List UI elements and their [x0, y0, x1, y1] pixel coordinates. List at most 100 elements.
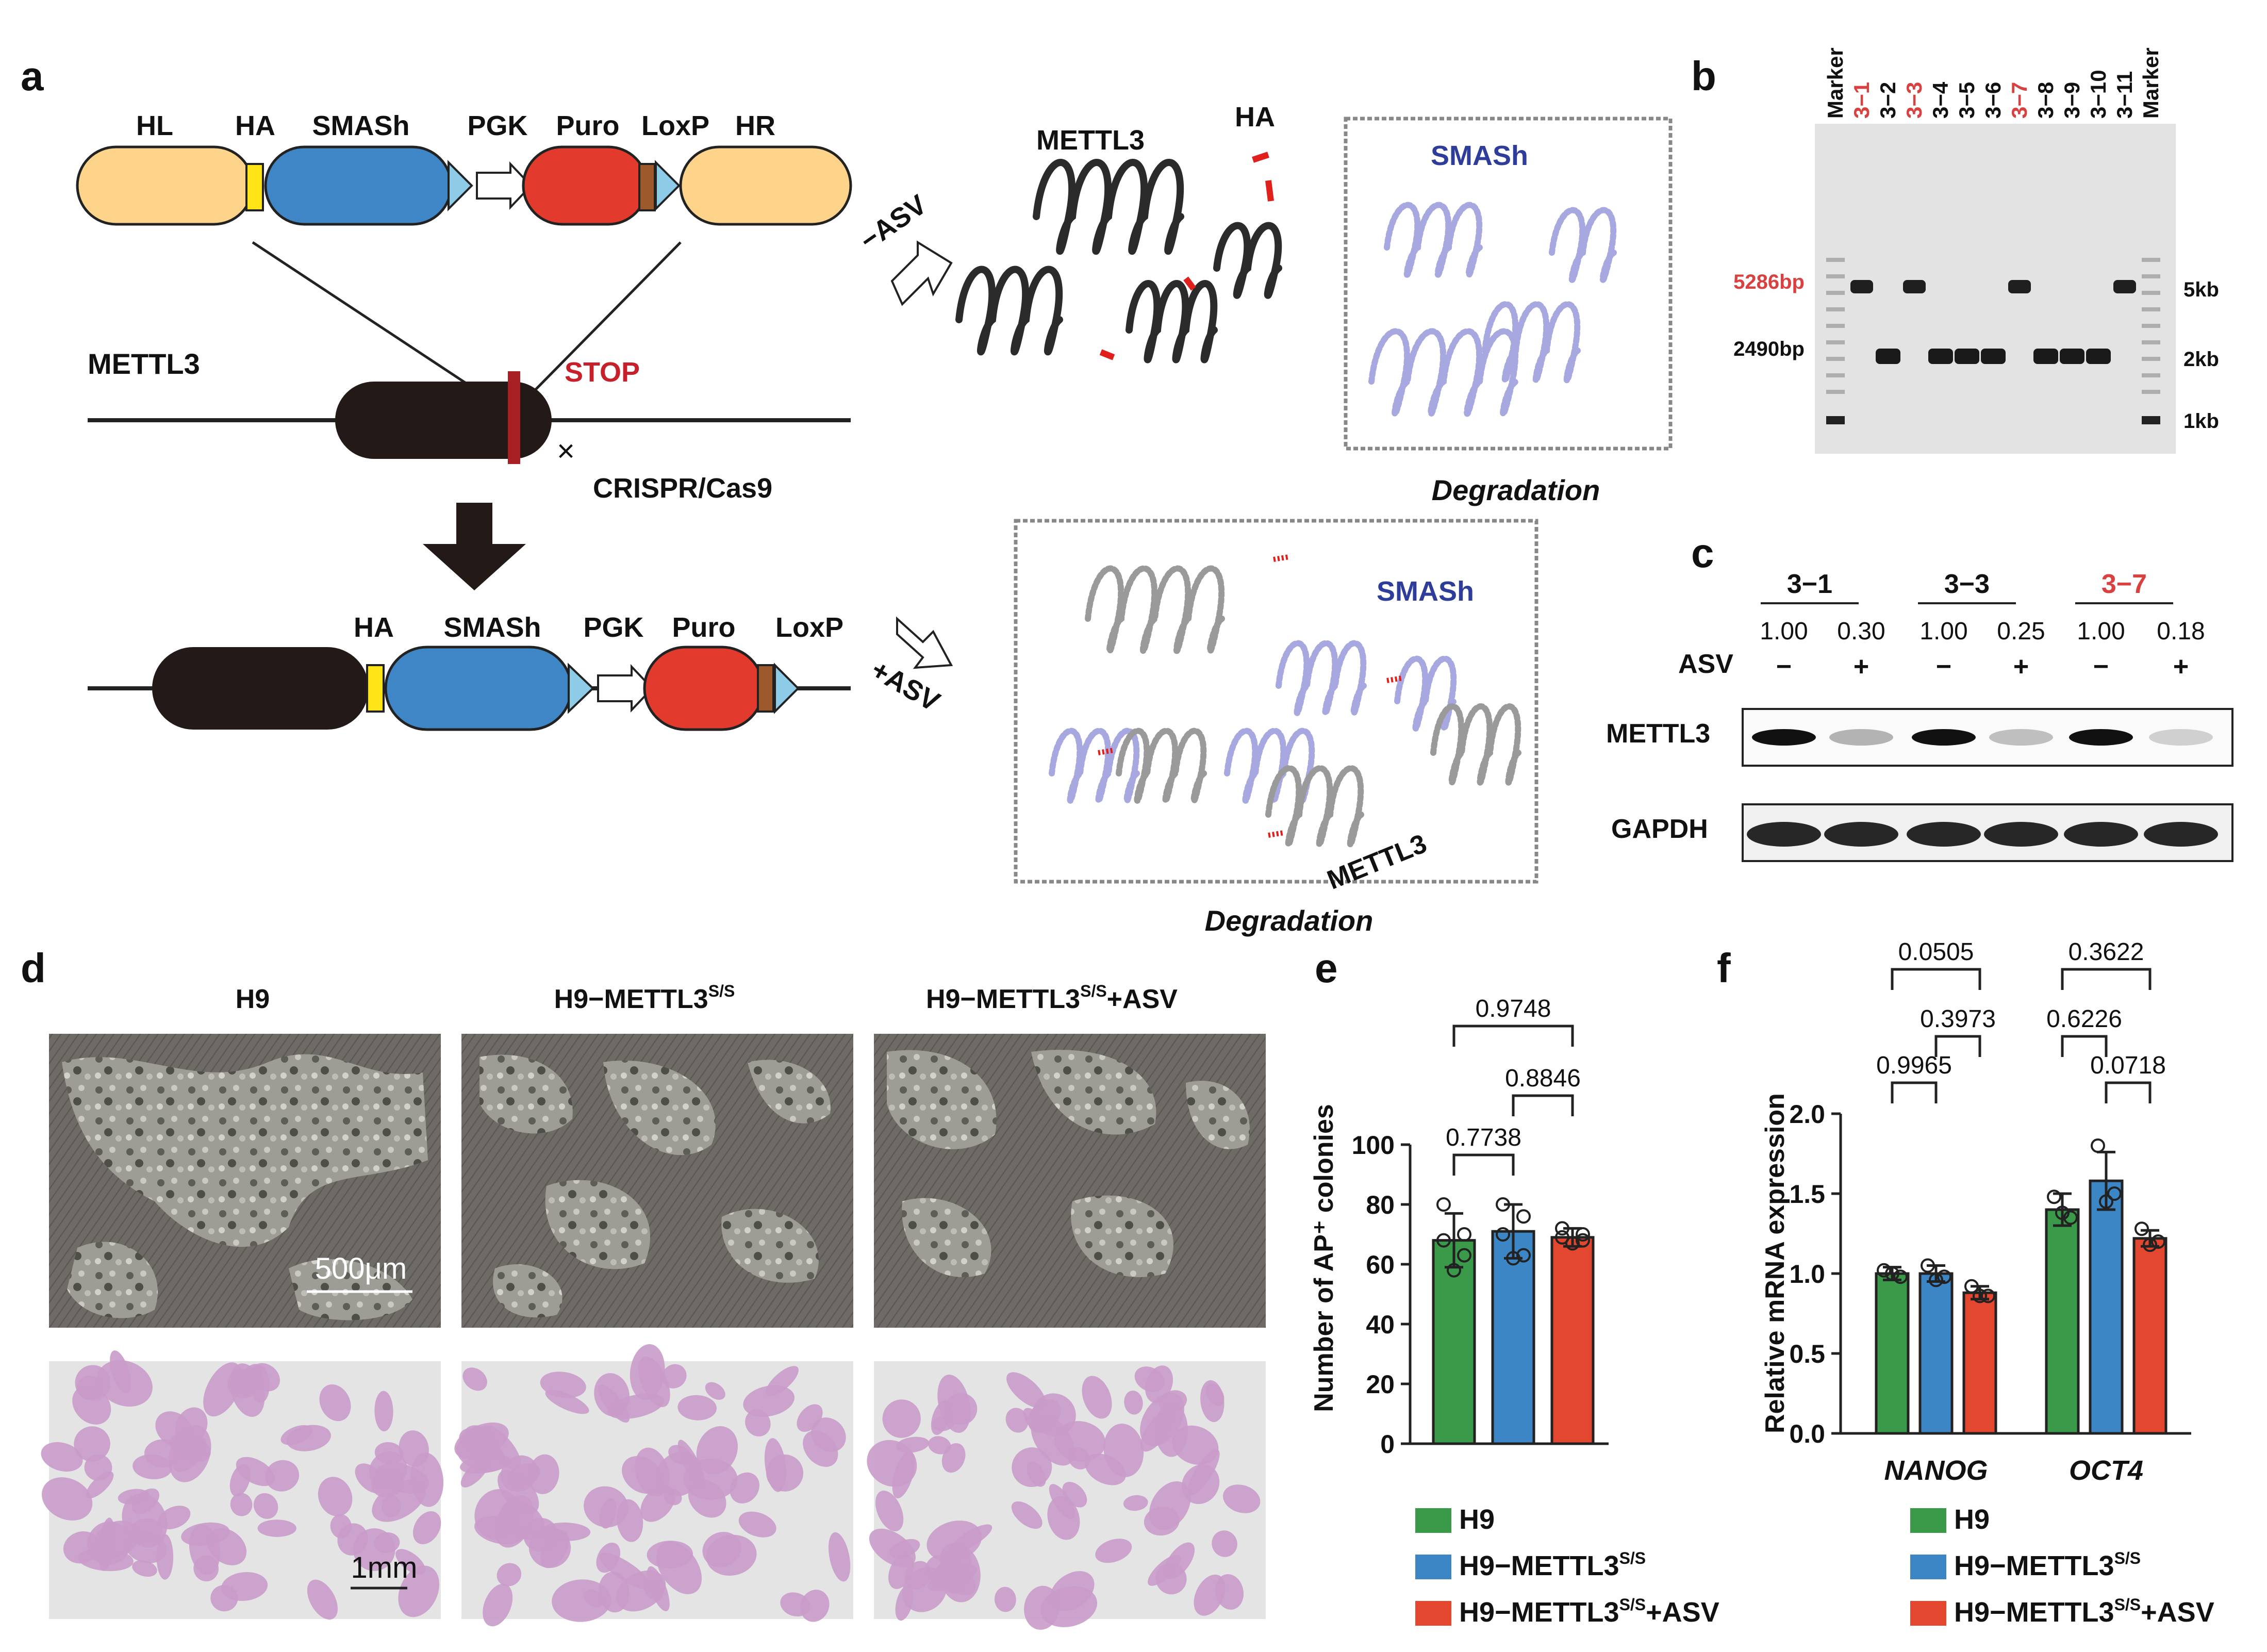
ap-colony [1155, 1563, 1187, 1595]
wb-mettl3-blot [1742, 708, 2233, 767]
legend-e-swatch-h9 [1415, 1508, 1451, 1533]
wb-gapdh-band-3 [1984, 822, 2058, 847]
band-5286bp-lane-7 [2008, 280, 2031, 293]
brightfield-image-h9-mettl3 [461, 1034, 853, 1328]
chart-e-p02-bracket [1452, 1025, 1574, 1047]
ap-colony [1024, 1585, 1060, 1630]
ap-colony [638, 1357, 670, 1408]
wb-group-3-3: 3−3 [1944, 569, 1990, 599]
ap-colony [643, 1579, 664, 1601]
ap-colony [41, 1477, 93, 1521]
ap-colony [122, 1493, 168, 1548]
ap-colony [677, 1395, 717, 1420]
ap-colony [928, 1436, 951, 1455]
smash-box-label: SMASh [1431, 140, 1528, 171]
ap-colony [221, 1572, 268, 1601]
chart-e-ytick-label-1: 20 [1366, 1370, 1395, 1399]
chart-f-oct4-p01-bracket [2061, 1035, 2108, 1057]
chart-f-ylabel: Relative mRNA expression [1760, 1093, 1790, 1433]
chart-e-ytick-label-2: 40 [1366, 1310, 1395, 1339]
ap-colony [72, 1385, 111, 1425]
ap-colony [705, 1382, 725, 1400]
chart-f-point-1-1-1 [2107, 1186, 2122, 1201]
ladder-band [2142, 291, 2160, 295]
degradation-label-bottom: Degradation [1205, 904, 1374, 937]
ap-colony [994, 1587, 1016, 1612]
chart-f-ytick-label-1: 0.5 [1789, 1340, 1825, 1368]
ap-colony [265, 1460, 300, 1492]
ap-colony [158, 1506, 191, 1530]
chart-f-point-1-0-0 [2047, 1190, 2061, 1204]
coil-2 [955, 266, 1063, 356]
ap-colony [132, 1560, 157, 1577]
ap-colony [584, 1486, 628, 1528]
ap-colony [374, 1391, 393, 1432]
chart-e-point-2-3 [1576, 1233, 1590, 1248]
chart-f-NANOG-series-2-bar [1962, 1291, 1997, 1435]
gel-lane-label-0: Marker [1823, 47, 1847, 119]
chart-f-ytick-label-2: 1.0 [1789, 1260, 1825, 1288]
ap-colony [951, 1524, 992, 1552]
band-2490bp-lane-2 [1876, 349, 1900, 364]
gel-label-5286bp: 5286bp [1733, 271, 1805, 293]
ap-colony [1085, 1453, 1126, 1485]
ap-colony [381, 1495, 401, 1517]
d-title-h9: H9 [236, 984, 270, 1014]
cas9-label: CRISPR/Cas9 [593, 473, 772, 504]
smash-coil-1 [1384, 202, 1483, 278]
chart-e-ytick-label-4: 80 [1366, 1191, 1395, 1219]
wb-gapdh-band-0 [1747, 822, 1821, 847]
chart-f-OCT4-series-0-bar [2045, 1208, 2080, 1435]
ladder-band [2142, 390, 2160, 394]
ap-colony [1172, 1425, 1219, 1465]
brightfield-image-h9 [49, 1034, 441, 1328]
scale-bar-500um: 500μm [315, 1252, 407, 1285]
brightfield-image-h9-mettl3-asv [874, 1034, 1266, 1328]
ap-colony [203, 1362, 242, 1417]
ap-colony [494, 1495, 534, 1548]
ap-colony [1215, 1574, 1244, 1610]
band-2490bp-lane-5 [1955, 349, 1979, 364]
chart-f-oct4-p01-label: 0.6226 [2046, 1005, 2122, 1033]
label-loxp: LoxP [641, 110, 709, 141]
chart-f-point-0-1-0 [1921, 1258, 1935, 1273]
panel-d: H9 H9−METTL3S/S H9−METTL3S/S+ASV 500μm [41, 982, 1266, 1630]
gel-lane-label-7: 3−7 [2007, 82, 2031, 119]
chart-e-p12-label: 0.8846 [1505, 1065, 1581, 1092]
chart-e-point-1-3 [1516, 1248, 1531, 1263]
chart-e-point-1-4 [1506, 1251, 1520, 1266]
ap-colony [398, 1565, 440, 1617]
ap-colony [319, 1384, 351, 1422]
band-5286bp-lane-11 [2113, 280, 2136, 293]
edited-label-puro: Puro [672, 612, 735, 643]
chart-e-p12-bracket [1512, 1094, 1574, 1116]
ap-colony [110, 1350, 131, 1393]
ap-colony [523, 1517, 558, 1552]
ap-colony [374, 1442, 404, 1464]
chart-e-point-0-4 [1447, 1263, 1461, 1278]
ladder-band [2142, 340, 2160, 344]
ap-colony [353, 1528, 395, 1571]
ap-colony [462, 1367, 487, 1391]
ap-colony [1212, 1530, 1237, 1557]
chart-e-point-2-4 [1565, 1236, 1580, 1251]
chart-e-point-1-2 [1496, 1227, 1510, 1242]
puro-block [522, 145, 649, 226]
edited-label-loxp: LoxP [775, 612, 843, 643]
ap-colony [803, 1430, 838, 1467]
legend-f: H9 H9−METTL3S/S H9−METTL3S/S+ASV [1910, 1504, 2214, 1628]
ap-colony [939, 1545, 981, 1603]
ap-colony [463, 1425, 500, 1461]
chart-f-nanog-p12-label: 0.3973 [1920, 1005, 1996, 1033]
ap-colony [86, 1471, 114, 1498]
ap-colony [743, 1385, 795, 1417]
legend-f-s: H9−METTL3S/S [1954, 1549, 2141, 1581]
wb-mettl3-band-0 [1752, 729, 1816, 746]
gene-label: METTL3 [88, 348, 200, 380]
ap-colony [656, 1541, 702, 1594]
chart-f-NANOG-series-0-bar [1875, 1272, 1910, 1435]
ap-colony [745, 1409, 771, 1436]
ap-colony [280, 1425, 312, 1445]
minus-asv-arrow [890, 240, 953, 306]
